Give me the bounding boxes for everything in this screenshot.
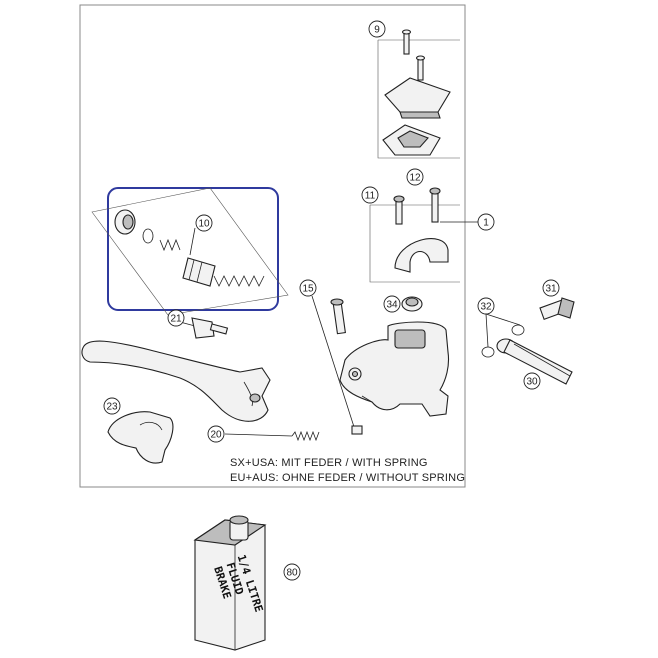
callout-31[interactable]: 31 (542, 279, 560, 297)
callout-80-label: 80 (286, 568, 298, 579)
callout-32-label: 32 (480, 302, 492, 313)
callout-12[interactable]: 12 (406, 168, 424, 186)
callout-10[interactable]: 10 (195, 214, 213, 232)
note-line-1: SX+USA: MIT FEDER / WITH SPRING (230, 457, 428, 469)
highlight-box-part-10 (107, 187, 279, 311)
part-21-adjuster[interactable] (179, 317, 229, 339)
part-34-cap[interactable] (401, 296, 423, 312)
part-brake-lever[interactable] (81, 340, 271, 422)
note-line-2: EU+AUS: OHNE FEDER / WITHOUT SPRING (230, 472, 465, 484)
callout-15[interactable]: 15 (299, 279, 317, 297)
callout-23-label: 23 (106, 402, 118, 413)
callout-9-label: 9 (374, 25, 380, 36)
part-11-12-clamp[interactable] (369, 187, 460, 283)
part-10-piston-kit[interactable] (91, 187, 289, 316)
callout-12-label: 12 (409, 173, 421, 184)
part-80-brake-fluid-bottle[interactable] (193, 515, 267, 651)
callout-1-label: 1 (483, 218, 489, 229)
part-20-spring[interactable] (224, 430, 320, 442)
callout-11[interactable]: 11 (361, 186, 379, 204)
callout-10-label: 10 (198, 219, 210, 230)
callout-30-label: 30 (526, 377, 538, 388)
part-30-31-32-brake-line[interactable] (481, 297, 575, 385)
diagram-frame (79, 4, 466, 488)
callout-20[interactable]: 20 (207, 425, 225, 443)
callout-34[interactable]: 34 (383, 295, 401, 313)
part-1-master-cylinder[interactable] (339, 221, 482, 417)
part-9-reservoir-cover[interactable] (377, 29, 460, 159)
callout-34-label: 34 (386, 300, 398, 311)
callout-21-label: 21 (170, 314, 182, 325)
callout-21[interactable]: 21 (167, 309, 185, 327)
callout-23[interactable]: 23 (103, 397, 121, 415)
callout-15-label: 15 (302, 284, 314, 295)
callout-80[interactable]: 80 (283, 563, 301, 581)
callout-1[interactable]: 1 (477, 213, 495, 231)
part-23-lever-cover[interactable] (107, 411, 174, 464)
callout-9[interactable]: 9 (368, 20, 386, 38)
callout-30[interactable]: 30 (523, 372, 541, 390)
part-15-pivot-bolt[interactable] (311, 295, 363, 435)
callout-11-label: 11 (365, 191, 376, 202)
callout-20-label: 20 (210, 430, 222, 441)
callout-32[interactable]: 32 (477, 297, 495, 315)
callout-31-label: 31 (545, 284, 557, 295)
